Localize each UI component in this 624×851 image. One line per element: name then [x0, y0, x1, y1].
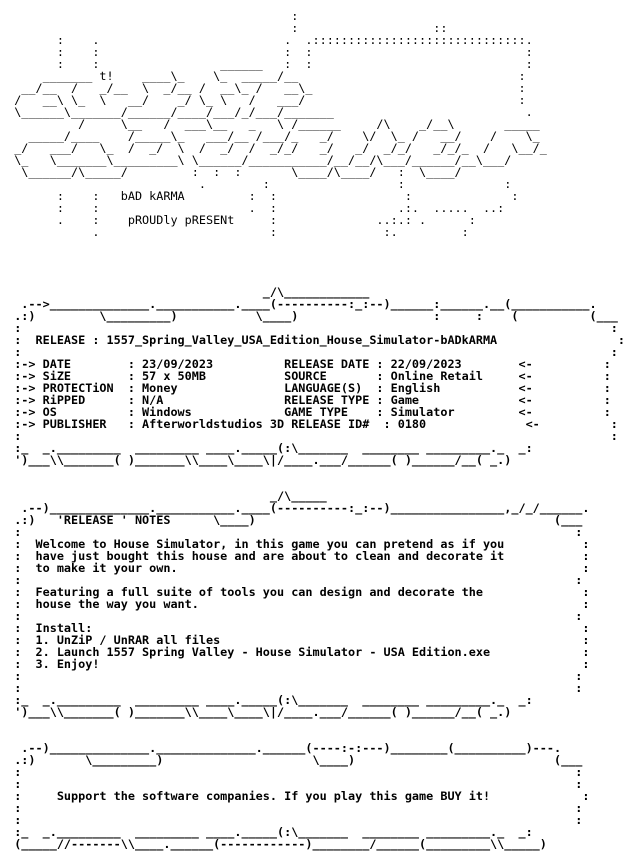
- nfo-line: : :: [0, 765, 583, 779]
- nfo-line: :-> PUBLISHER : Afterworldstudios 3D REL…: [0, 417, 618, 431]
- nfo-line: : 3. Enjoy! :: [0, 657, 590, 671]
- nfo-line: : :: [0, 573, 583, 587]
- logo-line: : : : : :: [0, 45, 533, 59]
- nfo-line: : :: [0, 345, 618, 359]
- nfo-line: : :: [0, 429, 618, 443]
- logo-line: / \__ / ___\__ _ \ /______ /\ _/__\ ____…: [0, 117, 540, 131]
- nfo-line: : 1. UnZiP / UnRAR all files :: [0, 633, 590, 647]
- nfo-line: .:) \_________) \____) (___: [0, 753, 583, 767]
- nfo-line: _/\_____: [0, 489, 327, 503]
- ascii-logo: : : :: : . . .::::::::::::::::::::::::::…: [0, 10, 547, 238]
- nfo-line: : have just bought this house and are ab…: [0, 549, 590, 563]
- nfo-line: ')___\\_______( )_______\\____\____\|/__…: [0, 705, 512, 719]
- logo-line: :: [0, 9, 299, 23]
- nfo-line: : Featuring a full suite of tools you ca…: [0, 585, 590, 599]
- nfo-line: : :: [0, 669, 583, 683]
- nfo-line: .:) 'RELEASE ' NOTES \____) (___: [0, 513, 583, 527]
- logo-line: __/__ / _/__ \ _/__ / __\_ / __\_ :: [0, 81, 526, 95]
- logo-line: : : ______ : : :: [0, 57, 533, 71]
- nfo-line: :-> PROTECTiON : Money LANGUAGE(S) : Eng…: [0, 381, 611, 395]
- logo-line: \_ \_______\_________\ \______/_________…: [0, 153, 512, 167]
- nfo-line: :-> RiPPED : N/A RELEASE TYPE : Game <- …: [0, 393, 611, 407]
- logo-line: : ::: [0, 21, 448, 35]
- logo-line: \______/\_____/ : : : \____/\____/ : \__…: [0, 165, 462, 179]
- nfo-line: .:) \_________) \____) : : ( (___: [0, 309, 618, 323]
- nfo-line: : :: [0, 609, 583, 623]
- nfo-line: : :: [0, 321, 618, 335]
- logo-line: . : pROUDly pRESENt : ..:.: . :: [0, 213, 476, 227]
- nfo-line: : house the way you want. :: [0, 597, 590, 611]
- nfo-line: : to make it your own. :: [0, 561, 590, 575]
- logo-line: . : : :: [0, 177, 512, 191]
- nfo-line: : Support the software companies. If you…: [0, 789, 590, 803]
- nfo-line: :-> DATE : 23/09/2023 RELEASE DATE : 22/…: [0, 357, 611, 371]
- logo-line: \______\_______/______/____/___/_/___/__…: [0, 105, 533, 119]
- nfo-line: (_____//-------\\____.______(-----------…: [0, 837, 547, 851]
- nfo-line: : :: [0, 801, 583, 815]
- logo-line: : : . : .:. ..... ..:: [0, 201, 505, 215]
- nfo-line: : :: [0, 777, 583, 791]
- nfo-line: :-> SiZE : 57 x 50MB SOURCE : Online Ret…: [0, 369, 611, 383]
- logo-line: . : :. :: [0, 225, 469, 239]
- nfo-line: .--)______________.___________.____(----…: [0, 501, 590, 515]
- logo-line: : : bAD kARMA : : : :: [0, 189, 519, 203]
- nfo-line: :_ _._________ _________ ____._____(:\__…: [0, 693, 533, 707]
- nfo-line: [0, 718, 624, 730]
- nfo-line: [0, 466, 624, 478]
- nfo-line: : :: [0, 525, 583, 539]
- nfo-line: .--)______________.______________.______…: [0, 741, 562, 755]
- logo-line: _/ ___/ \_ / _/ \ / _/ / _/_/ _/ _/ _/_/…: [0, 141, 547, 155]
- nfo-document: _/\____________ .-->______________._____…: [0, 286, 624, 850]
- logo-line: / __\ \_ \ __/ _/ \_ \ / ___/ :: [0, 93, 526, 107]
- nfo-line: .-->______________.___________.____(----…: [0, 297, 597, 311]
- logo-line: _____/____ /_____\_ ___/__ /___/_ _/ \/ …: [0, 129, 540, 143]
- nfo-line: :-> OS : Windows GAME TYPE : Simulator <…: [0, 405, 611, 419]
- nfo-line: : Welcome to House Simulator, in this ga…: [0, 537, 590, 551]
- logo-line: _______ t! ____\_ \_ _____/__ :: [0, 69, 526, 83]
- nfo-line: : :: [0, 681, 583, 695]
- nfo-line: _/\____________: [0, 285, 370, 299]
- logo-line: : . . .::::::::::::::::::::::::::::::.: [0, 33, 533, 47]
- nfo-line: : RELEASE : 1557_Spring_Valley_USA_Editi…: [0, 333, 624, 347]
- nfo-line: ')___\\_______( )_______\\____\____\|/__…: [0, 453, 512, 467]
- nfo-line: : 2. Launch 1557 Spring Valley - House S…: [0, 645, 590, 659]
- nfo-line: : Install: :: [0, 621, 590, 635]
- nfo-line: :_ _._________ _________ ____._____(:\__…: [0, 441, 533, 455]
- nfo-line: :_ _._________ _________ ____._____(:\__…: [0, 825, 533, 839]
